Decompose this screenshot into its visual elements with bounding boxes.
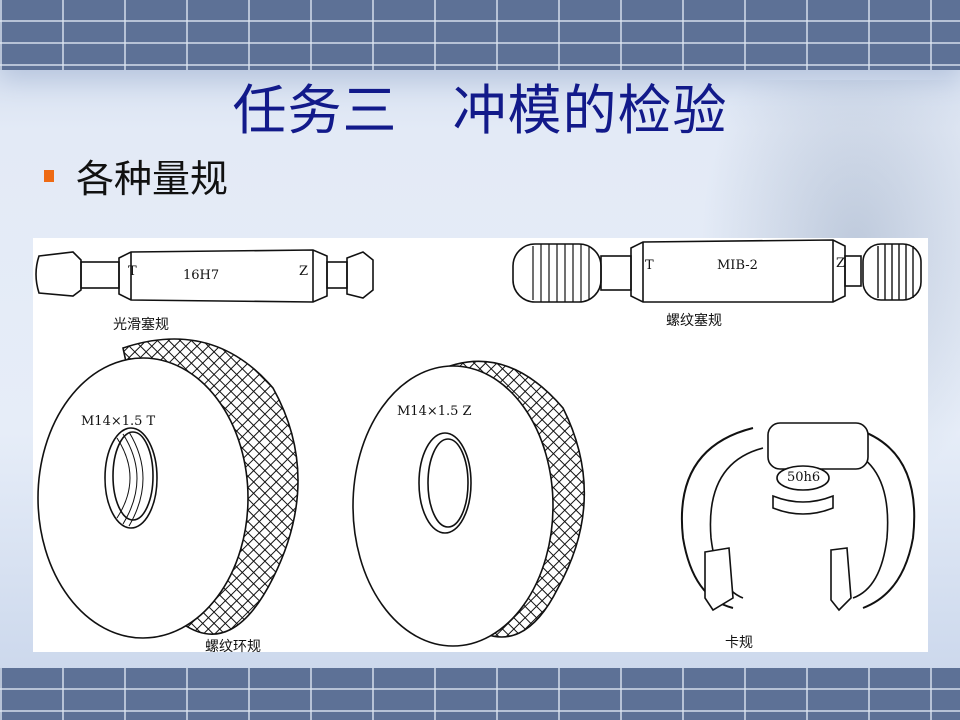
thread-ring-gauge-nogo-drawing xyxy=(352,360,586,647)
ring-gauge-nogo-mark: M14×1.5 Z xyxy=(397,404,472,419)
brick-banner-top xyxy=(0,0,960,70)
slide-title: 任务三 冲模的检验 xyxy=(232,79,728,142)
smooth-plug-mark-t: T xyxy=(128,264,137,279)
thread-plug-mark-t: T xyxy=(645,258,654,273)
brick-banner-bottom xyxy=(0,668,960,720)
smooth-plug-mark-z: Z xyxy=(299,264,309,279)
bullet-item: 各种量规 xyxy=(44,148,228,203)
snap-gauge-mark: 50h6 xyxy=(787,470,821,485)
thread-plug-mark-z: Z xyxy=(836,256,846,271)
thread-plug-caption: 螺纹塞规 xyxy=(666,313,722,329)
snap-gauge-drawing xyxy=(680,422,916,612)
smooth-plug-caption: 光滑塞规 xyxy=(113,317,169,333)
bullet-text: 各种量规 xyxy=(76,157,229,201)
thread-plug-mark-size: MIB-2 xyxy=(717,258,758,273)
thread-plug-gauge-drawing xyxy=(512,239,922,303)
thread-ring-gauge-go-drawing xyxy=(37,338,299,639)
gauges-illustration: T 16H7 Z 光滑塞规 T MIB-2 Z 螺纹塞规 M14×1.5 T M… xyxy=(33,238,928,655)
smooth-plug-gauge-drawing xyxy=(35,249,374,303)
ring-gauge-go-mark: M14×1.5 T xyxy=(81,414,156,429)
snap-gauge-caption: 卡规 xyxy=(725,635,753,651)
bullet-square-icon xyxy=(44,169,54,182)
ring-gauge-caption: 螺纹环规 xyxy=(205,639,261,655)
smooth-plug-mark-size: 16H7 xyxy=(183,268,220,283)
